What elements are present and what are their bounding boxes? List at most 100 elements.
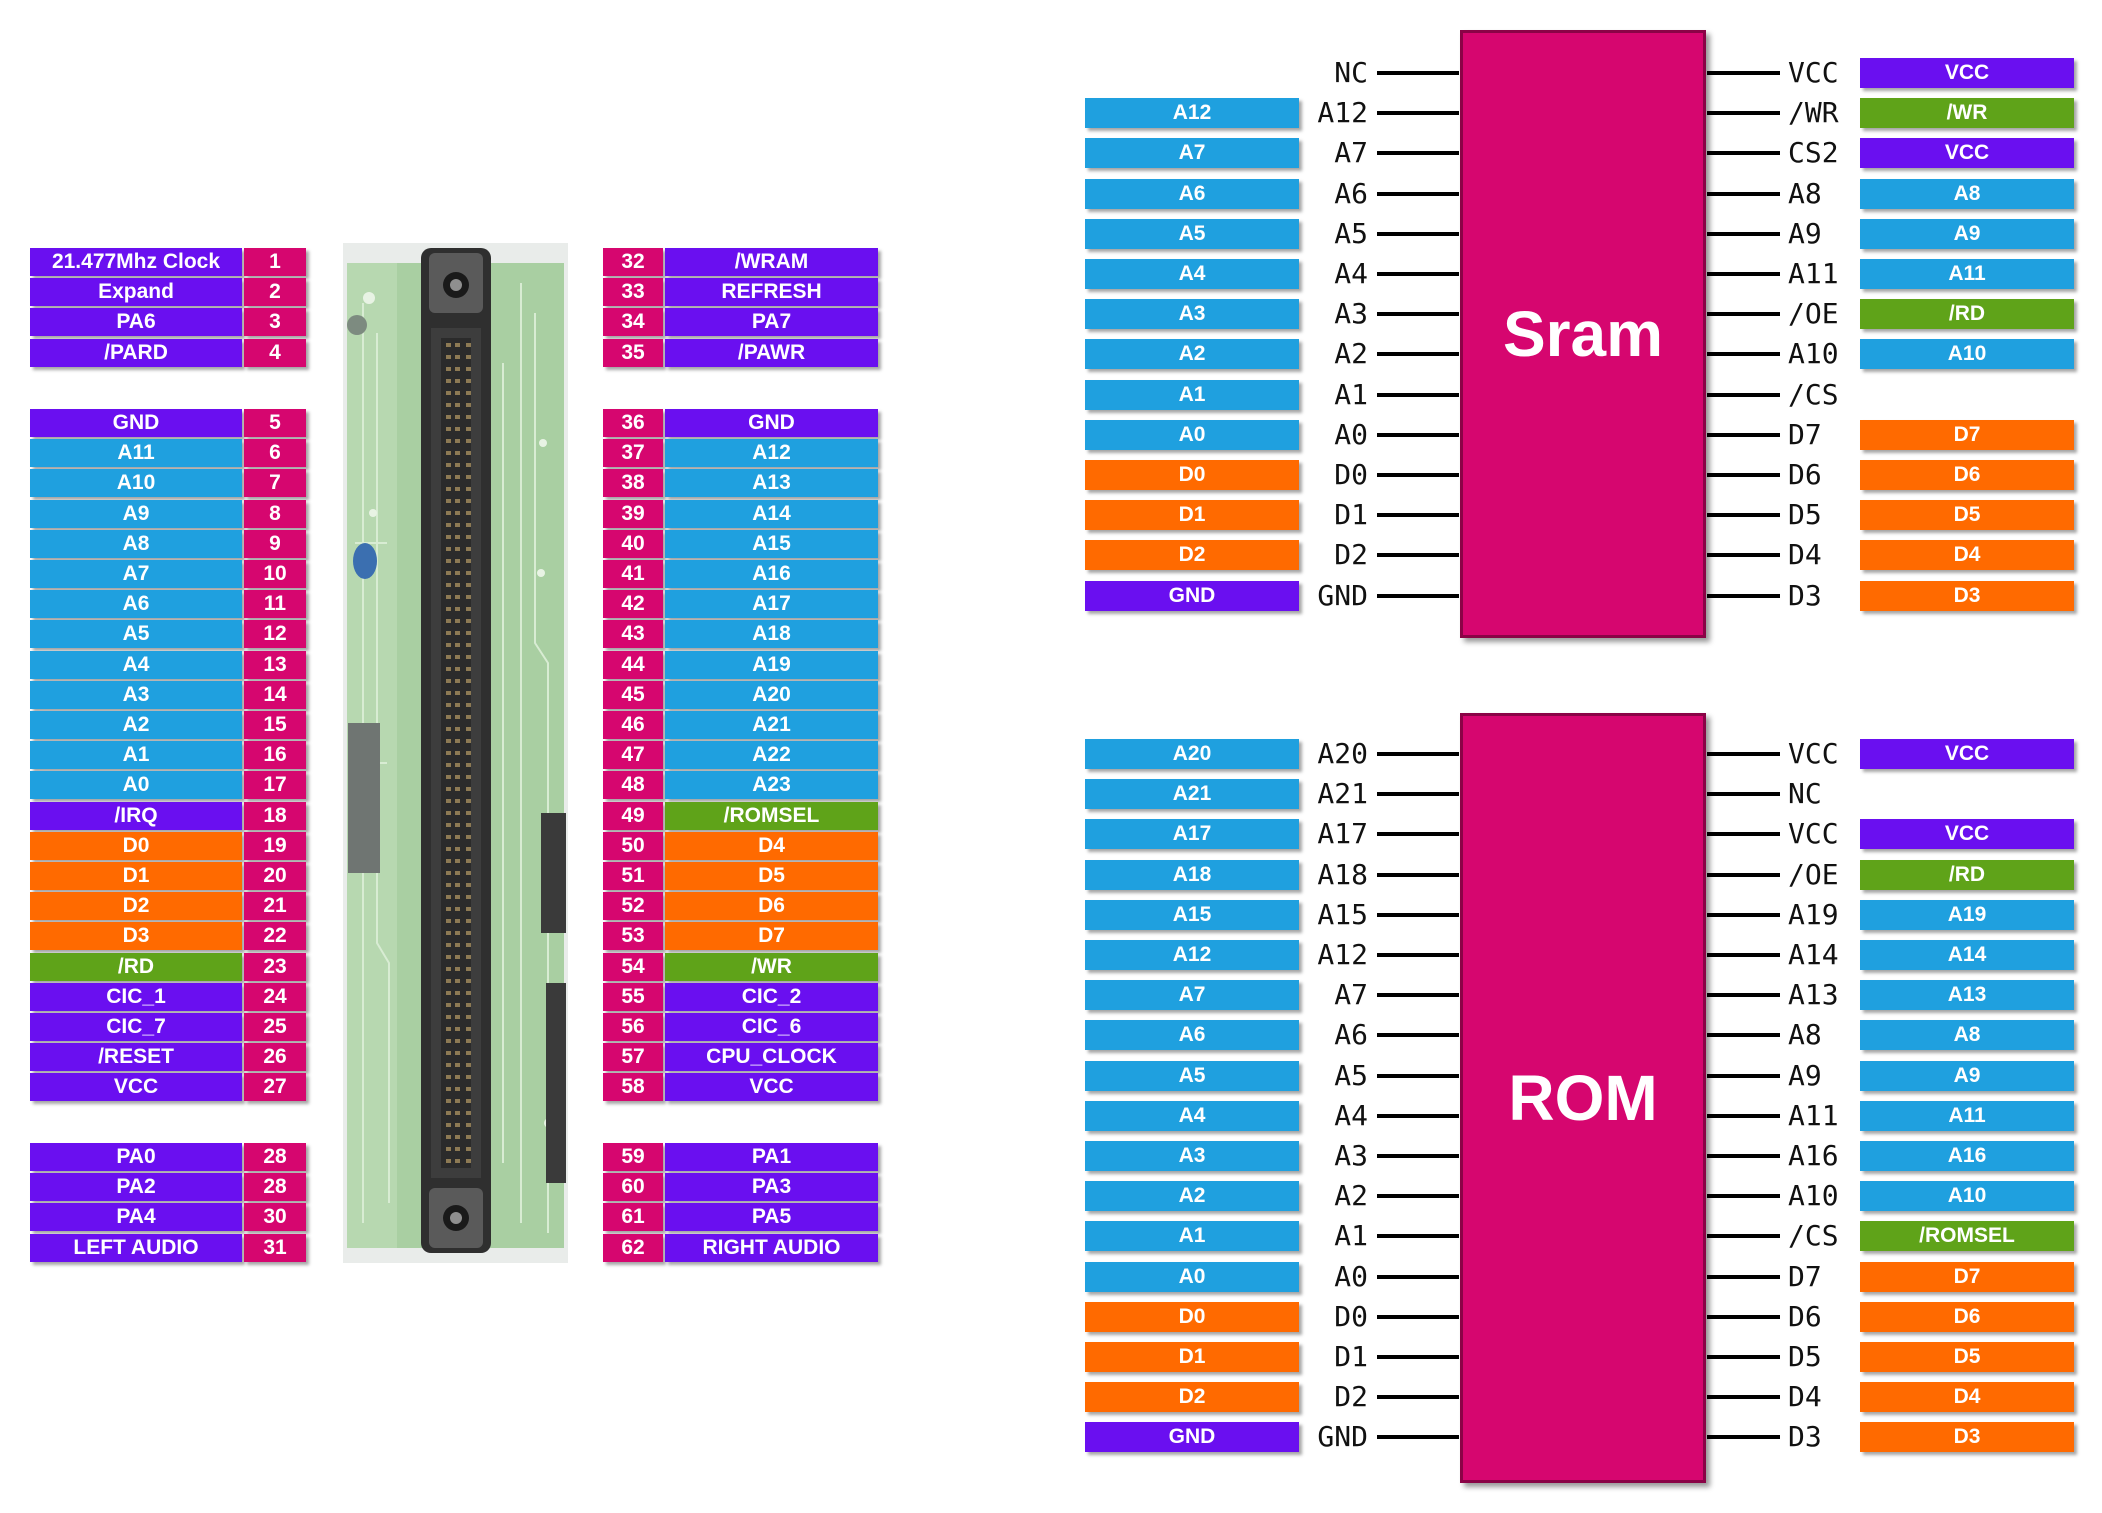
rom-pin-name: D4: [1788, 1382, 1822, 1412]
rom-title: ROM: [1508, 1061, 1657, 1135]
rom-wire-label: A2: [1085, 1181, 1299, 1211]
rom-wire-label: VCC: [1860, 819, 2074, 849]
rom-pin-name: D3: [1788, 1422, 1822, 1452]
rom-pin-lead: [1707, 953, 1780, 957]
rom-pin-name: D2: [1334, 1382, 1368, 1412]
rom-wire-label: A5: [1085, 1061, 1299, 1091]
rom-pin-name: A2: [1334, 1181, 1368, 1211]
rom-pin-lead: [1707, 1315, 1780, 1319]
rom-pin-name: A13: [1788, 980, 1839, 1010]
rom-pin-name: A7: [1334, 980, 1368, 1010]
rom-pin-name: /CS: [1788, 1221, 1839, 1251]
rom-wire-label: A9: [1860, 1061, 2074, 1091]
rom-chip: ROM: [1460, 713, 1706, 1483]
rom-pin-lead: [1377, 1435, 1459, 1439]
rom-pin-name: A9: [1788, 1061, 1822, 1091]
rom-pin-name: D0: [1334, 1302, 1368, 1332]
rom-pin-lead: [1707, 1395, 1780, 1399]
rom-wire-label: GND: [1085, 1422, 1299, 1452]
rom-pin-lead: [1707, 1435, 1780, 1439]
rom-pin-lead: [1377, 1033, 1459, 1037]
rom-wire-label: D6: [1860, 1302, 2074, 1332]
rom-pin-name: A6: [1334, 1020, 1368, 1050]
rom-pin-name: A14: [1788, 940, 1839, 970]
rom-pin-name: GND: [1317, 1422, 1368, 1452]
rom-wire-label: D2: [1085, 1382, 1299, 1412]
rom-wire-label: /RD: [1860, 860, 2074, 890]
rom-wire-label: /ROMSEL: [1860, 1221, 2074, 1251]
rom-pin-name: A0: [1334, 1262, 1368, 1292]
rom-wire-label: A7: [1085, 980, 1299, 1010]
rom-pin-lead: [1377, 913, 1459, 917]
rom-pin-name: A20: [1317, 739, 1368, 769]
rom-pin-lead: [1707, 993, 1780, 997]
rom-pin-lead: [1707, 792, 1780, 796]
rom-wire-label: A1: [1085, 1221, 1299, 1251]
rom-pin-lead: [1377, 953, 1459, 957]
rom-wire-label: A6: [1085, 1020, 1299, 1050]
rom-wire-label: A17: [1085, 819, 1299, 849]
rom-pin-lead: [1377, 1234, 1459, 1238]
rom-pin-name: D7: [1788, 1262, 1822, 1292]
rom-wire-label: D0: [1085, 1302, 1299, 1332]
rom-wire-label: A14: [1860, 940, 2074, 970]
rom-pin-lead: [1707, 1033, 1780, 1037]
rom-pin-lead: [1707, 1234, 1780, 1238]
rom-pin-name: A17: [1317, 819, 1368, 849]
rom-pin-lead: [1707, 913, 1780, 917]
rom-wire-label: A16: [1860, 1141, 2074, 1171]
rom-pin-lead: [1707, 873, 1780, 877]
rom-wire-label: A8: [1860, 1020, 2074, 1050]
rom-wire-label: A13: [1860, 980, 2074, 1010]
rom-pin-name: A11: [1788, 1101, 1839, 1131]
rom-pin-name: A15: [1317, 900, 1368, 930]
rom-pin-lead: [1707, 1275, 1780, 1279]
rom-pin-name: A5: [1334, 1061, 1368, 1091]
rom-wire-label: A3: [1085, 1141, 1299, 1171]
rom-pin-lead: [1377, 1315, 1459, 1319]
rom-wire-label: D7: [1860, 1262, 2074, 1292]
rom-pin-name: D5: [1788, 1342, 1822, 1372]
rom-pin-lead: [1707, 832, 1780, 836]
rom-pin-lead: [1377, 1114, 1459, 1118]
rom-pin-name: A4: [1334, 1101, 1368, 1131]
rom-pin-lead: [1377, 873, 1459, 877]
rom-pin-name: A1: [1334, 1221, 1368, 1251]
rom-wire-label: D3: [1860, 1422, 2074, 1452]
rom-pin-name: A3: [1334, 1141, 1368, 1171]
rom-pin-lead: [1707, 1154, 1780, 1158]
rom-wire-label: VCC: [1860, 739, 2074, 769]
rom-wire-label: A11: [1860, 1101, 2074, 1131]
rom-pin-lead: [1377, 792, 1459, 796]
rom-pin-lead: [1377, 1154, 1459, 1158]
rom-pin-name: NC: [1788, 779, 1822, 809]
rom-wire-label: A10: [1860, 1181, 2074, 1211]
rom-wire-label: A21: [1085, 779, 1299, 809]
rom-pin-lead: [1377, 1355, 1459, 1359]
rom-pin-name: A12: [1317, 940, 1368, 970]
rom-pin-name: D6: [1788, 1302, 1822, 1332]
rom-wire-label: D5: [1860, 1342, 2074, 1372]
rom-pin-lead: [1707, 752, 1780, 756]
rom-pin-name: VCC: [1788, 819, 1839, 849]
rom-pin-lead: [1377, 832, 1459, 836]
rom-pin-name: A21: [1317, 779, 1368, 809]
rom-wire-label: D1: [1085, 1342, 1299, 1372]
rom-wire-label: A20: [1085, 739, 1299, 769]
rom-wire-label: A18: [1085, 860, 1299, 890]
rom-pin-name: A10: [1788, 1181, 1839, 1211]
rom-pin-lead: [1707, 1194, 1780, 1198]
rom-pin-lead: [1377, 1275, 1459, 1279]
rom-pin-lead: [1377, 1194, 1459, 1198]
rom-pin-lead: [1377, 993, 1459, 997]
rom-wire-label: A15: [1085, 900, 1299, 930]
rom-pin-lead: [1377, 1074, 1459, 1078]
rom-wire-label: D4: [1860, 1382, 2074, 1412]
rom-pin-name: A18: [1317, 860, 1368, 890]
rom-wire-label: A12: [1085, 940, 1299, 970]
rom-pin-lead: [1707, 1074, 1780, 1078]
rom-wire-label: A19: [1860, 900, 2074, 930]
rom-wire-label: A4: [1085, 1101, 1299, 1131]
rom-pin-name: A16: [1788, 1141, 1839, 1171]
